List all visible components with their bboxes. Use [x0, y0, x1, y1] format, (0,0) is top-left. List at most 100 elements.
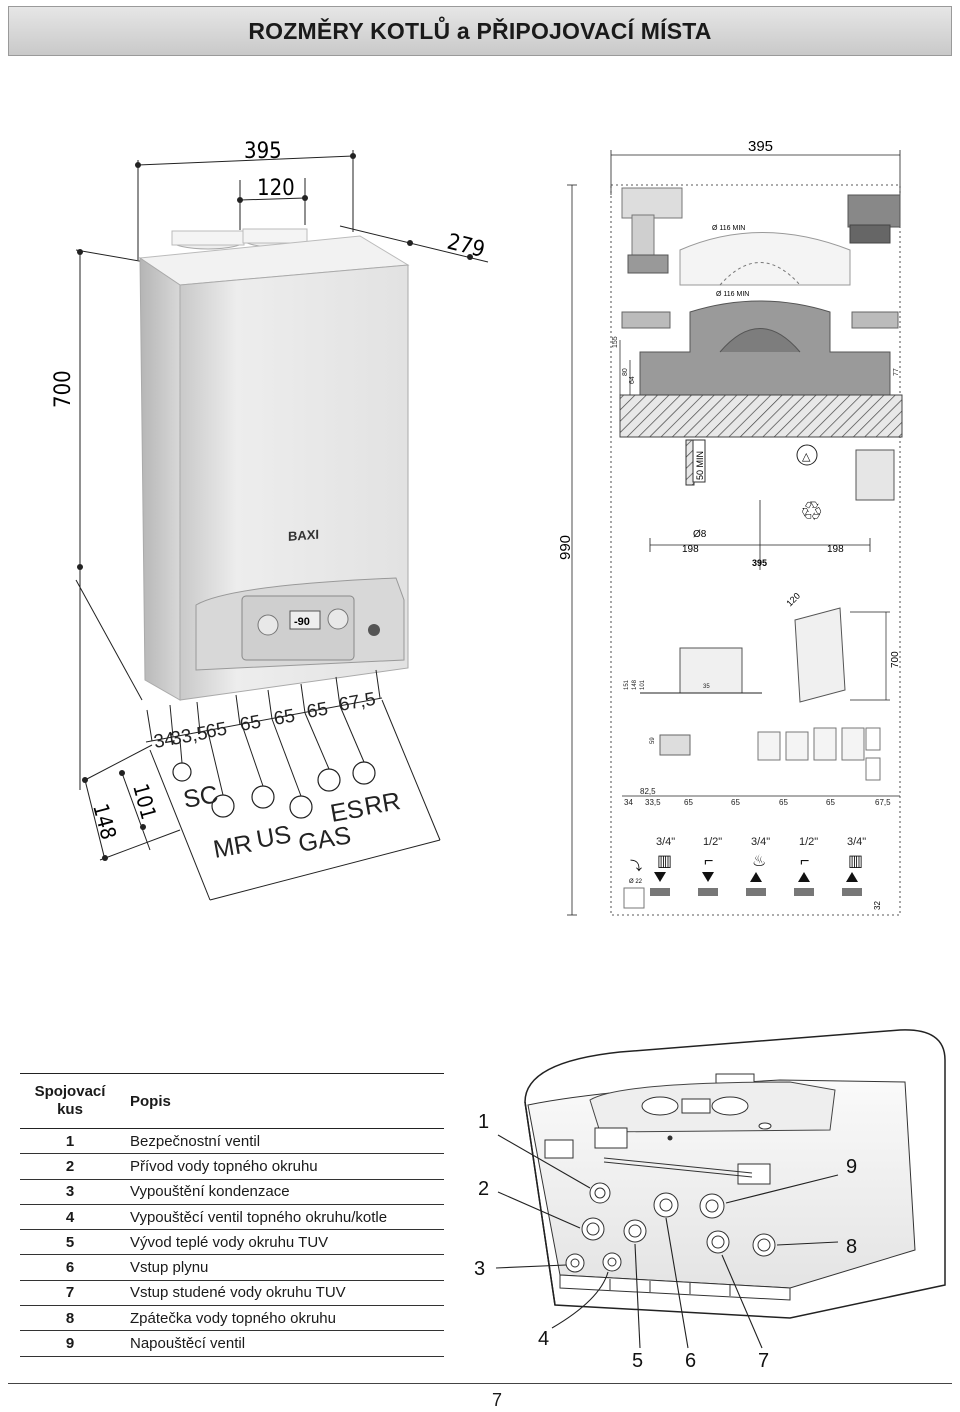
dim-b-675: 67,5	[337, 689, 377, 716]
dim-left-64: 64	[629, 376, 636, 384]
flame-icon: ♨	[752, 853, 766, 870]
page-title: ROZMĚRY KOTLŮ a PŘIPOJOVACÍ MÍSTA	[248, 17, 712, 44]
conn-label-mr: MR	[211, 830, 254, 864]
callout-9: 9	[846, 1156, 857, 1178]
row-desc: Napouštěcí ventil	[120, 1330, 444, 1357]
callout-6: 6	[685, 1350, 696, 1372]
small-d22: Ø 22	[629, 879, 643, 885]
callout-7: 7	[758, 1350, 769, 1372]
hole-width: 395	[752, 558, 767, 568]
radiator-icon-2: ▥	[848, 853, 863, 870]
row-65c: 65	[779, 798, 788, 807]
callout-3: 3	[474, 1258, 485, 1280]
footer-divider	[8, 1383, 952, 1384]
unit-height: 700	[890, 651, 901, 668]
tap-icon-2: ⌐	[800, 853, 809, 870]
drill-label: Ø8	[693, 529, 707, 540]
row-num: 6	[20, 1254, 120, 1281]
row-65b: 65	[731, 798, 740, 807]
row-675: 67,5	[875, 798, 891, 807]
install-total-height: 990	[557, 535, 574, 560]
installation-template-drawing: 395 990 Ø 116 MIN Ø 116 MIN 155 80 64 77…	[557, 138, 903, 916]
unit-depth: 120	[784, 591, 802, 609]
dim-right-77: 77	[893, 368, 900, 376]
row-34: 34	[624, 798, 633, 807]
pipe-size-2: 1/2"	[703, 836, 722, 848]
pipe-size-4: 1/2"	[799, 836, 818, 848]
dim-b-65c: 65	[272, 706, 296, 730]
dim-b-65a: 65	[204, 719, 228, 743]
flue-min-1: Ø 116 MIN	[712, 225, 745, 232]
row-desc: Vstup plynu	[120, 1254, 444, 1281]
row-desc: Vypouštěcí ventil topného okruhu/kotle	[120, 1204, 444, 1231]
boiler-front-drawing: 395 120 279 700 BAXI -90 34 33,5 65 65 6…	[51, 139, 489, 901]
mini-151: 151	[624, 679, 630, 690]
callout-1: 1	[478, 1111, 489, 1133]
radiator-icon-1: ▥	[657, 853, 672, 870]
tap-icon-1: ⌐	[704, 853, 713, 870]
right-knob-icon	[327, 608, 349, 630]
corner-dim: 32	[873, 901, 882, 910]
row-top-825: 82,5	[640, 787, 656, 796]
min-50-label: 50 MIN	[695, 451, 705, 480]
header-part-line2: kus	[57, 1101, 83, 1118]
page-title-bar: ROZMĚRY KOTLŮ a PŘIPOJOVACÍ MÍSTA	[8, 6, 952, 56]
conn-label-es: ES	[328, 795, 366, 828]
warning-glyph: △	[802, 451, 811, 463]
hole-left: 198	[682, 544, 699, 555]
row-desc: Vstup studené vody okruhu TUV	[120, 1280, 444, 1307]
row-65d: 65	[826, 798, 835, 807]
display-readout: -90	[294, 616, 310, 628]
flue-min-2: Ø 116 MIN	[716, 291, 749, 298]
page-number: 7	[491, 1390, 502, 1410]
mini-148: 148	[632, 679, 638, 690]
dim-b-65b: 65	[238, 712, 262, 736]
reset-button-icon	[368, 624, 380, 636]
dim-b-335: 33,5	[169, 723, 209, 750]
row-65a: 65	[684, 798, 693, 807]
left-knob-icon	[257, 614, 279, 636]
dim-left-80: 80	[622, 368, 629, 376]
row-335: 33,5	[645, 798, 661, 807]
row-desc: Vypouštění kondenzace	[120, 1179, 444, 1205]
warning-icon	[796, 444, 818, 466]
callout-8: 8	[846, 1236, 857, 1258]
row-num: 1	[20, 1128, 120, 1155]
dim-flue-label: 120	[257, 176, 295, 201]
table-header-row: Spojovací kus Popis	[20, 1073, 444, 1129]
brand-logo: BAXI	[288, 527, 319, 544]
row-num: 9	[20, 1330, 120, 1357]
row-num: 8	[20, 1305, 120, 1332]
conn-label-rr: RR	[362, 787, 402, 821]
recycle-icon: ♲	[800, 496, 823, 526]
dim-width-label: 395	[244, 139, 282, 164]
dim-side-101: 101	[128, 781, 161, 822]
install-top-width: 395	[748, 138, 773, 155]
condensate-icon: ⤵	[630, 859, 642, 873]
mini-101: 101	[640, 679, 646, 690]
dim-height-label: 700	[51, 370, 76, 408]
hole-right: 198	[827, 544, 844, 555]
pipe-size-1: 3/4"	[656, 836, 675, 848]
row-num: 5	[20, 1229, 120, 1256]
header-col-part: Spojovací kus	[20, 1073, 120, 1129]
conn-label-us: US	[254, 820, 293, 854]
header-part-line1: Spojovací	[34, 1083, 106, 1100]
pipe-size-5: 3/4"	[847, 836, 866, 848]
pipe-size-3: 3/4"	[751, 836, 770, 848]
boiler-bottom-view: 1 2 3 4 5 6 7 8 9	[474, 1029, 946, 1372]
row-num: 2	[20, 1153, 120, 1180]
conn-label-gas: GAS	[296, 821, 353, 858]
row-num: 7	[20, 1280, 120, 1307]
dim-side-148: 148	[88, 801, 121, 842]
header-col-desc: Popis	[120, 1073, 444, 1129]
